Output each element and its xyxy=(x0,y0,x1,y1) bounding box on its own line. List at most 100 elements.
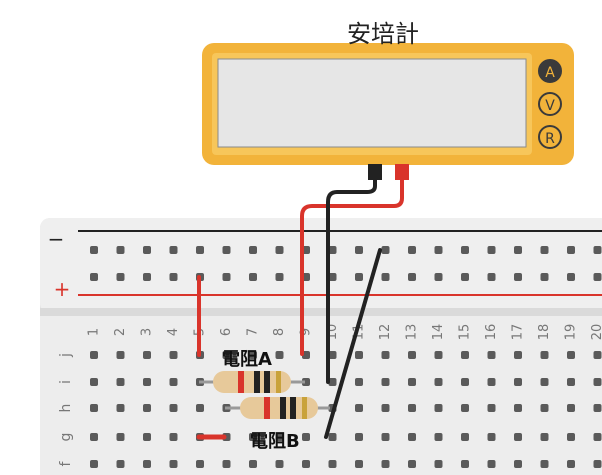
breadboard-hole[interactable] xyxy=(408,246,416,254)
breadboard-hole[interactable] xyxy=(567,351,575,359)
breadboard-hole[interactable] xyxy=(116,460,125,468)
breadboard-hole[interactable] xyxy=(381,378,390,386)
breadboard-hole[interactable] xyxy=(169,433,178,441)
breadboard-hole[interactable] xyxy=(249,246,257,254)
breadboard-hole[interactable] xyxy=(540,433,549,441)
breadboard-hole[interactable] xyxy=(461,378,469,386)
breadboard-hole[interactable] xyxy=(381,351,390,359)
breadboard-hole[interactable] xyxy=(116,433,125,441)
breadboard-hole[interactable] xyxy=(275,460,284,468)
breadboard-hole[interactable] xyxy=(408,351,416,359)
breadboard-hole[interactable] xyxy=(461,273,469,281)
breadboard-hole[interactable] xyxy=(567,404,575,412)
breadboard-hole[interactable] xyxy=(355,433,363,441)
mode-button-a[interactable]: A xyxy=(538,59,562,83)
diagonal-black-wire[interactable] xyxy=(324,248,382,439)
breadboard-hole[interactable] xyxy=(593,460,602,468)
breadboard-hole[interactable] xyxy=(408,273,416,281)
breadboard-hole[interactable] xyxy=(275,433,284,441)
breadboard-hole[interactable] xyxy=(514,351,522,359)
breadboard-hole[interactable] xyxy=(487,433,496,441)
breadboard-hole[interactable] xyxy=(567,460,575,468)
breadboard-hole[interactable] xyxy=(487,404,496,412)
breadboard-hole[interactable] xyxy=(514,433,522,441)
mode-button-v[interactable]: V xyxy=(538,92,562,116)
breadboard-hole[interactable] xyxy=(328,246,337,254)
ammeter[interactable]: A V R xyxy=(202,43,574,180)
breadboard-hole[interactable] xyxy=(249,460,257,468)
breadboard-hole[interactable] xyxy=(302,378,310,386)
breadboard-hole[interactable] xyxy=(593,273,602,281)
meter-terminal-red[interactable] xyxy=(395,164,409,180)
breadboard-hole[interactable] xyxy=(169,246,178,254)
breadboard-hole[interactable] xyxy=(143,404,151,412)
breadboard-hole[interactable] xyxy=(540,378,549,386)
breadboard-hole[interactable] xyxy=(487,273,496,281)
breadboard-hole[interactable] xyxy=(90,404,98,412)
breadboard-hole[interactable] xyxy=(222,460,231,468)
breadboard-hole[interactable] xyxy=(196,246,204,254)
breadboard-hole[interactable] xyxy=(143,460,151,468)
breadboard-hole[interactable] xyxy=(90,246,98,254)
breadboard-hole[interactable] xyxy=(514,378,522,386)
breadboard-hole[interactable] xyxy=(302,460,310,468)
breadboard-hole[interactable] xyxy=(90,273,98,281)
breadboard-hole[interactable] xyxy=(143,378,151,386)
breadboard-hole[interactable] xyxy=(487,378,496,386)
breadboard-hole[interactable] xyxy=(408,378,416,386)
breadboard-hole[interactable] xyxy=(196,460,204,468)
resistor-b[interactable] xyxy=(225,397,330,419)
breadboard-hole[interactable] xyxy=(328,460,337,468)
breadboard-hole[interactable] xyxy=(434,273,443,281)
breadboard-hole[interactable] xyxy=(355,378,363,386)
breadboard-hole[interactable] xyxy=(487,246,496,254)
breadboard-hole[interactable] xyxy=(381,273,390,281)
breadboard-hole[interactable] xyxy=(355,351,363,359)
breadboard-hole[interactable] xyxy=(593,404,602,412)
breadboard-hole[interactable] xyxy=(381,246,390,254)
breadboard-hole[interactable] xyxy=(381,404,390,412)
breadboard-hole[interactable] xyxy=(328,433,337,441)
breadboard-hole[interactable] xyxy=(143,351,151,359)
breadboard-hole[interactable] xyxy=(249,433,257,441)
breadboard-hole[interactable] xyxy=(143,433,151,441)
breadboard-hole[interactable] xyxy=(487,460,496,468)
breadboard-hole[interactable] xyxy=(169,378,178,386)
breadboard-hole[interactable] xyxy=(143,273,151,281)
breadboard-hole[interactable] xyxy=(593,433,602,441)
breadboard-hole[interactable] xyxy=(593,351,602,359)
breadboard-hole[interactable] xyxy=(355,404,363,412)
breadboard-hole[interactable] xyxy=(461,460,469,468)
breadboard-hole[interactable] xyxy=(514,273,522,281)
breadboard-hole[interactable] xyxy=(408,433,416,441)
breadboard-hole[interactable] xyxy=(196,404,204,412)
breadboard-hole[interactable] xyxy=(328,273,337,281)
breadboard-hole[interactable] xyxy=(434,433,443,441)
breadboard-hole[interactable] xyxy=(408,404,416,412)
breadboard-hole[interactable] xyxy=(540,460,549,468)
breadboard-hole[interactable] xyxy=(143,246,151,254)
breadboard-hole[interactable] xyxy=(328,351,337,359)
breadboard-hole[interactable] xyxy=(381,433,390,441)
breadboard-hole[interactable] xyxy=(90,460,98,468)
meter-terminal-black[interactable] xyxy=(368,164,382,180)
breadboard-hole[interactable] xyxy=(540,246,549,254)
meter-black-lead[interactable] xyxy=(326,176,377,384)
breadboard-hole[interactable] xyxy=(222,351,231,359)
breadboard-hole[interactable] xyxy=(434,460,443,468)
breadboard-hole[interactable] xyxy=(408,460,416,468)
breadboard-hole[interactable] xyxy=(487,351,496,359)
breadboard-hole[interactable] xyxy=(461,351,469,359)
breadboard-hole[interactable] xyxy=(355,460,363,468)
breadboard-hole[interactable] xyxy=(249,273,257,281)
breadboard-hole[interactable] xyxy=(514,404,522,412)
breadboard-hole[interactable] xyxy=(328,378,337,386)
breadboard-hole[interactable] xyxy=(249,351,257,359)
breadboard-hole[interactable] xyxy=(381,460,390,468)
breadboard-hole[interactable] xyxy=(116,273,125,281)
breadboard-hole[interactable] xyxy=(302,433,310,441)
breadboard-hole[interactable] xyxy=(222,273,231,281)
breadboard-hole[interactable] xyxy=(514,246,522,254)
breadboard-hole[interactable] xyxy=(355,273,363,281)
breadboard-hole[interactable] xyxy=(169,273,178,281)
